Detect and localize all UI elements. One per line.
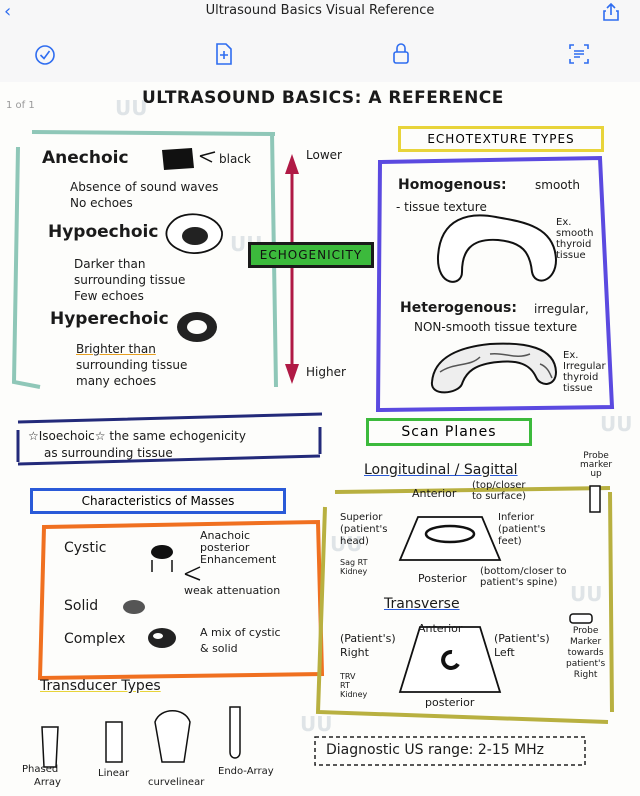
endo-array-probe — [229, 706, 241, 759]
watermark: UU — [570, 582, 603, 606]
transducer-label-curvelinear: curvelinear — [148, 777, 205, 788]
homogenous-example: Ex. smooth thyroid tissue — [556, 217, 594, 261]
masses-box — [37, 519, 325, 681]
isoechoic-line-1: ☆Isoechoic☆ the same echogenicity — [28, 429, 246, 443]
sag-kidney-label: Sag RT Kidney — [340, 558, 368, 576]
arrow-label-higher: Higher — [306, 365, 346, 379]
lock-icon[interactable] — [391, 42, 411, 70]
document-page: 1 of 1 UU UU UU UU UU UU — [0, 82, 640, 796]
long-posterior: Posterior — [418, 572, 467, 585]
add-page-icon[interactable] — [214, 42, 234, 70]
complex-label: Complex — [64, 631, 126, 647]
hypoechoic-desc-2: surrounding tissue — [74, 273, 186, 287]
heterogenous-term: Heterogenous: — [400, 300, 517, 316]
text-recognition-icon[interactable] — [568, 43, 590, 69]
hyperechoic-desc-1: Brighter than — [76, 342, 156, 356]
solid-shape — [123, 600, 145, 614]
watermark: UU — [600, 412, 633, 436]
trans-left: (Patient's) Left — [494, 632, 550, 659]
transducer-label-endo: Endo-Array — [218, 766, 274, 777]
masses-banner: Characteristics of Masses — [30, 488, 286, 514]
watermark: UU — [330, 532, 363, 556]
document-title: Ultrasound Basics Visual Reference — [205, 3, 435, 18]
echogenicity-banner: ECHOGENICITY — [248, 242, 374, 268]
watermark: UU — [115, 96, 148, 120]
transverse-heading: Transverse — [384, 596, 460, 612]
probe-marker-right-label: Probe Marker towards patient's Right — [566, 626, 606, 680]
hypoechoic-term: Hypoechoic — [48, 222, 159, 242]
echotexture-banner: ECHOTEXTURE TYPES — [398, 126, 604, 152]
hypoechoic-desc-1: Darker than — [74, 257, 146, 271]
arrow-head-bottom — [285, 364, 299, 384]
chevron-left-icon[interactable]: ‹ — [4, 1, 12, 22]
hyperechoic-desc-3: many echoes — [76, 374, 157, 388]
homogenous-desc-2: - tissue texture — [396, 200, 487, 214]
complex-shape — [148, 628, 176, 648]
long-anterior: Anterior — [412, 487, 457, 500]
long-anterior-note: (top/closer to surface) — [472, 480, 527, 502]
page-indicator: 1 of 1 — [6, 100, 35, 111]
transducer-banner: Transducer Types — [40, 678, 161, 694]
solid-label: Solid — [64, 598, 99, 614]
arrow-head-top — [285, 154, 299, 174]
long-inferior: Inferior (patient's feet) — [498, 512, 546, 547]
isoechoic-line-2: as surrounding tissue — [44, 446, 173, 460]
anechoic-desc-1: Absence of sound waves — [70, 180, 219, 194]
transducer-label-array: Array — [34, 777, 61, 788]
linear-probe — [105, 721, 123, 763]
markup-toolbar — [0, 28, 640, 83]
diagnostic-range: Diagnostic US range: 2-15 MHz — [326, 742, 545, 758]
transducer-label-linear: Linear — [98, 768, 130, 779]
cystic-shape — [151, 545, 173, 559]
sketch-layer — [11, 130, 615, 768]
hypoechoic-desc-3: Few echoes — [74, 289, 144, 303]
markup-check-icon[interactable] — [34, 44, 56, 70]
heterogenous-example: Ex. Irregular thyroid tissue — [563, 350, 606, 394]
hyperechoic-term: Hyperechoic — [50, 309, 169, 329]
cystic-notes: Anachoic posterior Enhancement — [200, 529, 277, 566]
trans-right: (Patient's) Right — [340, 632, 396, 659]
complex-notes: A mix of cystic & solid — [200, 626, 281, 655]
phased-array-probe — [41, 726, 59, 768]
trans-posterior: posterior — [425, 696, 475, 709]
isoechoic-box — [16, 412, 323, 466]
echotexture-box — [375, 155, 615, 413]
scan-planes-bracket — [315, 486, 614, 724]
long-superior: Superior (patient's head) — [340, 512, 388, 547]
cystic-note-attenuation: weak attenuation — [184, 584, 281, 597]
anechoic-swatch-label: black — [219, 152, 251, 166]
homogenous-desc-1: smooth — [535, 178, 580, 192]
homogenous-term: Homogenous: — [398, 177, 507, 193]
share-icon[interactable] — [602, 2, 620, 26]
curvelinear-probe — [154, 710, 191, 763]
transducer-label-phased: Phased — [22, 764, 59, 775]
trans-anterior: Anterior — [418, 622, 463, 635]
anechoic-term: Anechoic — [42, 148, 129, 168]
long-posterior-note: (bottom/closer to patient's spine) — [480, 566, 567, 588]
sheet-title: ULTRASOUND BASICS: A REFERENCE — [142, 88, 504, 108]
transverse-sector — [398, 626, 502, 693]
arrow-label-lower: Lower — [306, 148, 342, 162]
anechoic-swatch — [162, 148, 194, 170]
probe-marker-right-icon — [569, 613, 593, 624]
homogenous-shape — [436, 214, 558, 283]
anechoic-desc-2: No echoes — [70, 196, 133, 210]
trv-kidney-label: TRV RT Kidney — [340, 672, 368, 699]
longitudinal-heading: Longitudinal / Sagittal — [364, 462, 518, 478]
heterogenous-desc-2: NON-smooth tissue texture — [414, 320, 578, 334]
hyperechoic-desc-2: surrounding tissue — [76, 358, 188, 372]
heterogenous-desc-1: irregular, — [534, 302, 589, 316]
probe-marker-up-label: Probe marker up — [580, 451, 613, 479]
watermark: UU — [300, 712, 333, 736]
top-bar: ‹ Ultrasound Basics Visual Reference — [0, 0, 640, 29]
cystic-label: Cystic — [64, 540, 107, 556]
probe-marker-up-icon — [589, 485, 601, 513]
diagnostic-box — [314, 736, 586, 766]
scan-planes-banner: Scan Planes — [366, 418, 532, 446]
